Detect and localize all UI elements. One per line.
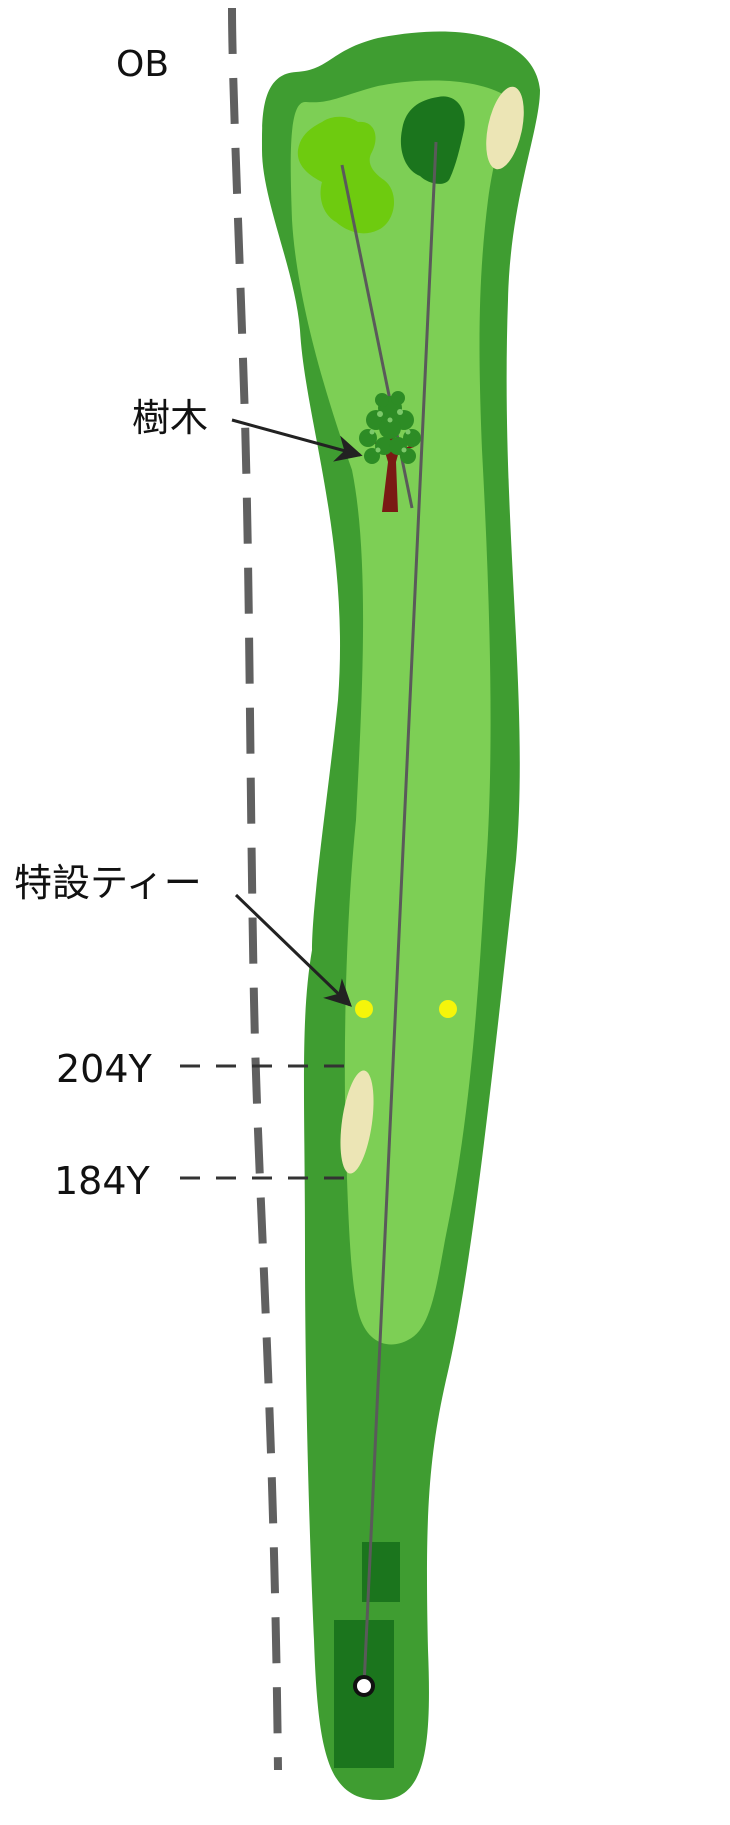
play-line-main bbox=[362, 141, 438, 1687]
tee-position-icon bbox=[353, 1675, 375, 1697]
greenside-bunker bbox=[486, 86, 524, 170]
ob-label: OB bbox=[116, 44, 169, 85]
special-tee-marker-left bbox=[355, 1000, 373, 1018]
special-tee-pointer-arrow bbox=[234, 893, 352, 1007]
light-green-patch bbox=[297, 116, 395, 234]
putting-green bbox=[400, 96, 465, 184]
yardage-label-184: 184Y bbox=[54, 1159, 151, 1203]
special-tee-label: 特設ティー bbox=[14, 861, 202, 905]
tree-label: 樹木 bbox=[132, 396, 208, 440]
special-tee-marker-right bbox=[439, 1000, 457, 1018]
ob-boundary-line bbox=[228, 7, 282, 1771]
tree-icon bbox=[359, 391, 421, 512]
fairway-bunker bbox=[340, 1070, 374, 1174]
fairway-area bbox=[290, 80, 508, 1345]
yardage-label-204: 204Y bbox=[56, 1047, 153, 1091]
tree-pointer-arrow bbox=[231, 418, 363, 462]
